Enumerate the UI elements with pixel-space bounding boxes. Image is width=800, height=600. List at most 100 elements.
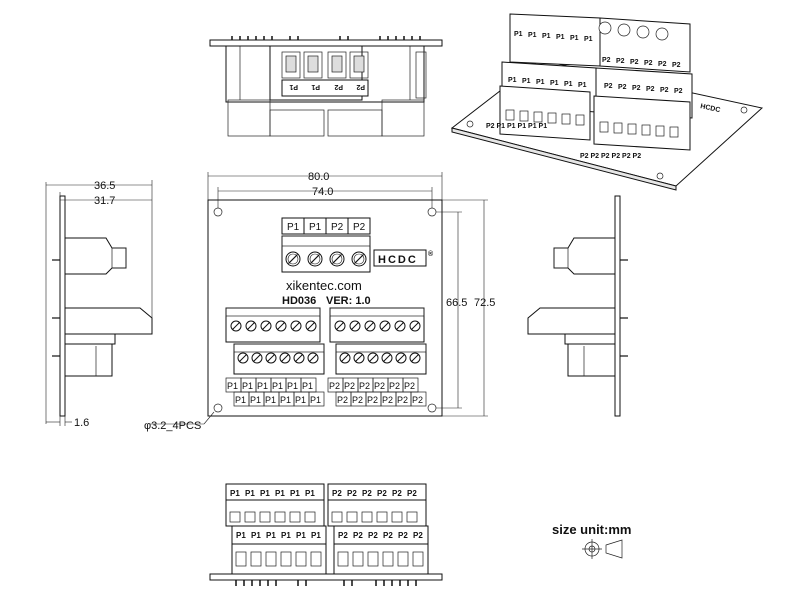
bottom-label-p2: P2 [338,531,348,540]
power-label-2: P1 [309,222,322,233]
bottom-label-p1: P1 [305,489,315,498]
svg-text:P1: P1 [584,36,593,43]
front-label-p2: P2 [337,395,348,405]
svg-text:P1: P1 [542,33,551,40]
power-label-3: P2 [331,222,344,233]
front-label-p2: P2 [404,381,415,391]
dim-thickness: 1.6 [74,417,89,429]
unit-label: size unit:mm [552,522,631,537]
top-elevation-view: P1 P1 P2 P2 [209,36,443,137]
label-rows-front: P1 P1 P1 P1 P1 P1 P2 P2 P2 P2 P2 P2 P1 P… [225,377,427,407]
front-label-p1: P1 [227,381,238,391]
svg-text:P2 P1 P1 P1 P1 P1: P2 P1 P1 P1 P1 P1 [486,123,547,130]
svg-text:P1: P1 [564,81,573,88]
front-label-p1: P1 [265,395,276,405]
bottom-label-p1: P1 [260,489,270,498]
bottom-label-p2: P2 [413,531,423,540]
front-label-p2: P2 [367,395,378,405]
svg-text:HCDC: HCDC [700,103,721,114]
top-view-label-p2b: P2 [356,83,365,90]
svg-text:P1: P1 [528,32,537,39]
front-label-p1: P1 [280,395,291,405]
svg-text:P1: P1 [508,77,517,84]
svg-text:P1: P1 [578,82,587,89]
bottom-label-p1: P1 [251,531,261,540]
front-label-p2: P2 [359,381,370,391]
bottom-label-p1: P1 [296,531,306,540]
front-label-p1: P1 [295,395,306,405]
svg-text:P2 P2 P2 P2 P2 P2: P2 P2 P2 P2 P2 P2 [580,153,641,160]
bottom-label-p2: P2 [368,531,378,540]
svg-text:P1: P1 [536,79,545,86]
dim-height-inner: 66.5 [446,297,467,309]
svg-text:P2: P2 [616,58,625,65]
bottom-label-p1: P1 [290,489,300,498]
front-label-p1: P1 [302,381,313,391]
front-label-p1: P1 [242,381,253,391]
front-board-view: 80.0 74.0 66.5 72.5 P1 P1 P2 P2 HC [144,171,495,432]
trademark-symbol: ® [428,250,434,258]
dim-width-inner: 74.0 [312,186,333,198]
right-side-view [527,195,628,417]
website-text: xikentec.com [286,278,362,293]
top-view-label-p1a: P1 [289,83,298,90]
bottom-elevation-view: P1 P1 P1 P1 P1 P1 P2 P2 P2 P2 P2 P2 P1 P [209,483,443,586]
front-label-p2: P2 [382,395,393,405]
bottom-label-p2: P2 [377,489,387,498]
bottom-label-p2: P2 [383,531,393,540]
svg-text:P1: P1 [570,35,579,42]
front-label-p1: P1 [257,381,268,391]
brand-logo: HCDC [378,254,418,266]
bottom-label-p1: P1 [245,489,255,498]
top-view-label-p1b: P1 [311,83,320,90]
bottom-label-p1: P1 [281,531,291,540]
dim-width-outer: 80.0 [308,171,329,183]
bottom-label-p1: P1 [275,489,285,498]
bottom-label-p1: P1 [230,489,240,498]
power-label-4: P2 [353,222,366,233]
front-label-p2: P2 [389,381,400,391]
svg-text:P2: P2 [618,84,627,91]
svg-text:P2: P2 [672,62,681,69]
svg-text:P2: P2 [604,83,613,90]
svg-text:P2: P2 [658,61,667,68]
front-label-p1: P1 [272,381,283,391]
bottom-label-p2: P2 [407,489,417,498]
svg-text:P2: P2 [646,86,655,93]
dim-side-outer: 36.5 [94,180,115,192]
svg-text:P1: P1 [556,34,565,41]
front-label-p1: P1 [250,395,261,405]
front-label-p1: P1 [310,395,321,405]
top-view-label-p2a: P2 [334,83,343,90]
projection-symbol-icon [582,539,623,559]
bottom-label-p1: P1 [266,531,276,540]
svg-text:P1: P1 [550,80,559,87]
svg-text:P1: P1 [522,78,531,85]
front-label-p2: P2 [352,395,363,405]
left-side-view: 36.5 31.7 1.6 [45,180,153,429]
bottom-label-p2: P2 [398,531,408,540]
front-label-p2: P2 [412,395,423,405]
power-label-1: P1 [287,222,300,233]
svg-text:P2: P2 [674,88,683,95]
svg-text:P2: P2 [602,57,611,64]
bottom-label-p1: P1 [236,531,246,540]
bottom-label-p2: P2 [353,531,363,540]
power-label-row: P1 P1 P2 P2 [281,217,371,235]
svg-text:P1: P1 [514,31,523,38]
bottom-label-p2: P2 [362,489,372,498]
bottom-label-p2: P2 [332,489,342,498]
dim-height-outer: 72.5 [474,297,495,309]
bottom-label-p1: P1 [311,531,321,540]
bottom-label-p2: P2 [392,489,402,498]
model-text: HD036 [282,295,316,307]
hole-callout: φ3.2_4PCS [144,420,201,432]
version-text: VER: 1.0 [326,295,371,307]
front-label-p1: P1 [235,395,246,405]
front-label-p2: P2 [329,381,340,391]
front-label-p2: P2 [344,381,355,391]
svg-text:P2: P2 [660,87,669,94]
bottom-label-p2: P2 [347,489,357,498]
